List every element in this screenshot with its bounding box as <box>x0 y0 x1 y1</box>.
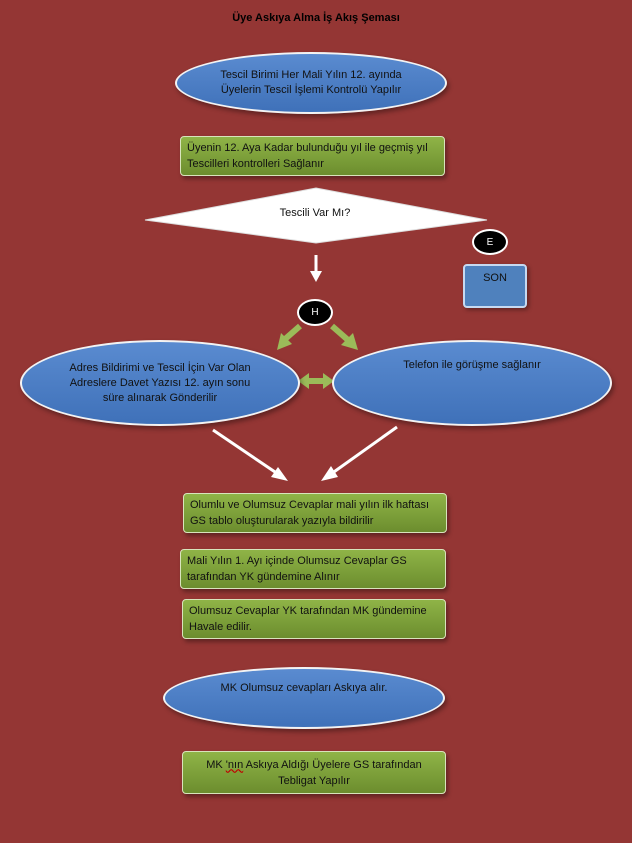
report-box: Olumlu ve Olumsuz Cevaplar mali yılın il… <box>183 493 447 533</box>
decision-diamond <box>144 187 488 244</box>
end-box: SON <box>463 264 527 308</box>
suspend-text: MK Olumsuz cevapları Askıya alır. <box>220 682 388 694</box>
start-text: Tescil Birimi Her Mali Yılın 12. ayında … <box>220 69 402 96</box>
phone-ellipse: Telefon ile görüşme sağlanır <box>332 340 612 426</box>
suspend-ellipse: MK Olumsuz cevapları Askıya alır. <box>163 667 445 729</box>
arrow-h-right <box>330 323 358 350</box>
letter-text: Adres Bildirimi ve Tescil İçin Var Olan … <box>69 361 251 404</box>
yes-marker: E <box>472 229 508 255</box>
refer-mk-text: Olumsuz Cevaplar YK tarafından MK gündem… <box>189 605 427 633</box>
letter-ellipse: Adres Bildirimi ve Tescil İçin Var Olan … <box>20 340 300 426</box>
agenda-yk-box: Mali Yılın 1. Ayı içinde Olumsuz Cevapla… <box>180 549 446 589</box>
arrow-bidirectional <box>298 373 334 389</box>
decision-label: Tescili Var Mı? <box>279 207 351 219</box>
notify-box: MK 'nın Askıya Aldığı Üyelere GS tarafın… <box>182 751 446 794</box>
check-box: Üyenin 12. Aya Kadar bulunduğu yıl ile g… <box>180 136 445 176</box>
check-text: Üyenin 12. Aya Kadar bulunduğu yıl ile g… <box>187 142 428 170</box>
notify-text: MK 'nın Askıya Aldığı Üyelere GS tarafın… <box>206 758 422 787</box>
end-text: SON <box>483 272 507 284</box>
arrow-left-to-report <box>212 428 288 481</box>
arrow-right-to-report <box>321 425 398 481</box>
arrow-down <box>310 255 322 282</box>
no-marker: H <box>297 299 333 326</box>
phone-text: Telefon ile görüşme sağlanır <box>403 359 541 371</box>
report-text: Olumlu ve Olumsuz Cevaplar mali yılın il… <box>190 499 430 527</box>
arrow-h-left <box>277 323 302 350</box>
agenda-yk-text: Mali Yılın 1. Ayı içinde Olumsuz Cevapla… <box>187 555 407 583</box>
start-ellipse: Tescil Birimi Her Mali Yılın 12. ayında … <box>175 52 447 114</box>
refer-mk-box: Olumsuz Cevaplar YK tarafından MK gündem… <box>182 599 446 639</box>
diagram-title: Üye Askıya Alma İş Akış Şeması <box>232 12 400 24</box>
